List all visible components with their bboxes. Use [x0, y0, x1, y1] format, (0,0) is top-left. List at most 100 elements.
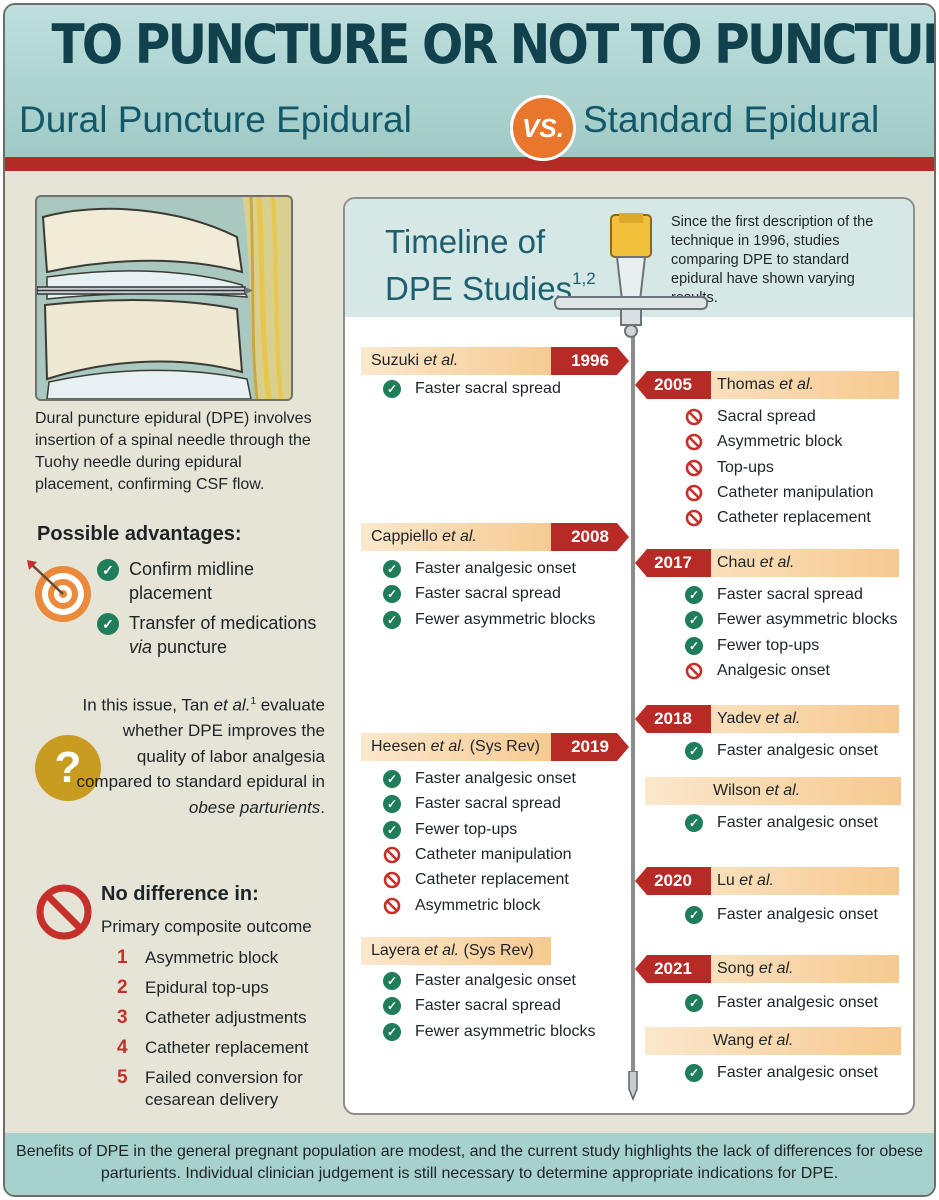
study-label: Wang et al.	[645, 1027, 901, 1055]
timeline-axis	[631, 329, 635, 1077]
year-tag: 2008	[551, 523, 629, 551]
no-sign-icon	[685, 433, 703, 457]
year-tag: 2005	[635, 371, 711, 399]
no-sign-icon	[685, 662, 703, 686]
finding-text: Faster analgesic onset	[415, 770, 576, 787]
no-sign-icon	[383, 871, 401, 895]
outcome-number: 1	[117, 947, 128, 968]
finding-positive: ✓ Faster analgesic onset	[685, 993, 878, 1013]
finding-positive: ✓ Faster sacral spread	[383, 379, 561, 399]
study-label: Layera et al. (Sys Rev)	[361, 937, 551, 965]
check-icon: ✓	[685, 742, 703, 760]
no-sign-icon	[685, 408, 703, 432]
study-author: Layera et al. (Sys Rev)	[371, 942, 534, 959]
finding-positive: ✓Faster analgesic onset	[383, 559, 576, 579]
no-sign-icon	[35, 883, 93, 946]
study-author: Chau et al.	[717, 554, 795, 571]
finding-no-difference: Catheter replacement	[685, 508, 871, 528]
check-icon: ✓	[383, 997, 401, 1016]
finding-positive: ✓Faster sacral spread	[383, 584, 561, 604]
check-icon: ✓	[685, 994, 703, 1012]
finding-no-difference: Asymmetric block	[383, 896, 540, 916]
no-sign-icon	[685, 459, 703, 483]
check-icon: ✓	[383, 1022, 401, 1041]
finding-positive: ✓ Fewer asymmetric blocks	[685, 610, 897, 630]
study-author: Wilson et al.	[713, 782, 801, 799]
finding-positive: ✓Faster analgesic onset	[685, 1063, 878, 1083]
study-label: Heesen et al. (Sys Rev)	[361, 733, 557, 761]
study-label: Suzuki et al.	[361, 347, 557, 375]
outcome-number: 2	[117, 977, 128, 998]
check-icon: ✓	[97, 613, 119, 635]
outcome-item: 3 Catheter adjustments	[117, 1007, 332, 1029]
advantages-title: Possible advantages:	[37, 523, 242, 545]
finding-text: Faster analgesic onset	[717, 814, 878, 831]
finding-text: Catheter replacement	[717, 509, 871, 527]
outcome-text: Epidural top-ups	[145, 978, 269, 997]
check-icon: ✓	[685, 586, 703, 604]
finding-text: Analgesic onset	[717, 661, 830, 679]
finding-text: Faster analgesic onset	[717, 994, 878, 1011]
check-icon: ✓	[97, 559, 119, 581]
needle-hub-icon	[554, 213, 708, 338]
header-divider	[5, 157, 934, 171]
finding-positive: ✓Faster sacral spread	[383, 996, 561, 1016]
finding-positive: ✓Fewer asymmetric blocks	[383, 1022, 595, 1042]
study-label: Wilson et al.	[645, 777, 901, 805]
finding-positive: ✓ Faster analgesic onset	[685, 813, 878, 833]
finding-no-difference: Catheter manipulation	[685, 483, 874, 503]
needle-tip-icon	[628, 1071, 638, 1101]
main-title: TO PUNCTURE OR NOT TO PUNCTURE	[51, 13, 936, 76]
check-icon: ✓	[383, 560, 401, 578]
check-icon: ✓	[685, 814, 703, 832]
finding-positive: ✓Faster analgesic onset	[685, 905, 878, 925]
no-sign-icon	[685, 484, 703, 508]
check-icon: ✓	[383, 770, 401, 788]
check-icon: ✓	[685, 636, 703, 655]
finding-text: Asymmetric block	[717, 433, 843, 451]
finding-text: Fewer asymmetric blocks	[415, 610, 596, 628]
finding-text: Catheter manipulation	[415, 845, 572, 863]
no-difference-title: No difference in:	[101, 883, 259, 905]
study-author: Yadev et al.	[717, 710, 801, 727]
finding-text: Faster analgesic onset	[415, 972, 576, 989]
check-icon: ✓	[685, 611, 703, 630]
subtitle-standard: Standard Epidural	[583, 99, 880, 140]
finding-positive: ✓Faster sacral spread	[383, 794, 561, 814]
question-icon: ?	[35, 735, 101, 801]
finding-text: Top-ups	[717, 458, 774, 476]
outcome-text: Catheter replacement	[145, 1038, 309, 1057]
finding-positive: ✓Faster sacral spread	[685, 585, 863, 605]
year-tag: 2017	[635, 549, 711, 577]
finding-text: Fewer top-ups	[717, 636, 820, 654]
study-author: Thomas et al.	[717, 376, 814, 393]
finding-text: Catheter replacement	[415, 871, 569, 889]
subtitle-dpe: Dural Puncture Epidural	[19, 99, 412, 140]
finding-text: Fewer asymmetric blocks	[717, 611, 898, 629]
finding-text: Asymmetric block	[415, 896, 541, 914]
outcome-text: Catheter adjustments	[145, 1008, 307, 1027]
spine-needle-illustration	[35, 195, 293, 401]
finding-no-difference: Catheter manipulation	[383, 845, 572, 865]
check-icon: ✓	[383, 820, 401, 839]
check-icon: ✓	[383, 585, 401, 604]
no-sign-icon	[383, 897, 401, 921]
issue-note: In this issue, Tan et al.1 evaluate whet…	[76, 695, 325, 817]
check-icon: ✓	[383, 610, 401, 629]
outcome-number: 3	[117, 1007, 128, 1028]
finding-positive: ✓Fewer top-ups	[383, 820, 517, 840]
footer-summary: Benefits of DPE in the general pregnant …	[5, 1133, 934, 1195]
header: TO PUNCTURE OR NOT TO PUNCTURE Dural Pun…	[5, 5, 936, 161]
finding-positive: ✓ Faster analgesic onset	[383, 769, 576, 789]
finding-text: Catheter manipulation	[717, 483, 874, 501]
finding-text: Faster sacral spread	[415, 380, 561, 397]
dpe-description: Dural puncture epidural (DPE) involves i…	[35, 410, 312, 493]
study-label: Cappiello et al.	[361, 523, 557, 551]
vs-badge: VS.	[510, 95, 576, 161]
check-icon: ✓	[383, 380, 401, 398]
